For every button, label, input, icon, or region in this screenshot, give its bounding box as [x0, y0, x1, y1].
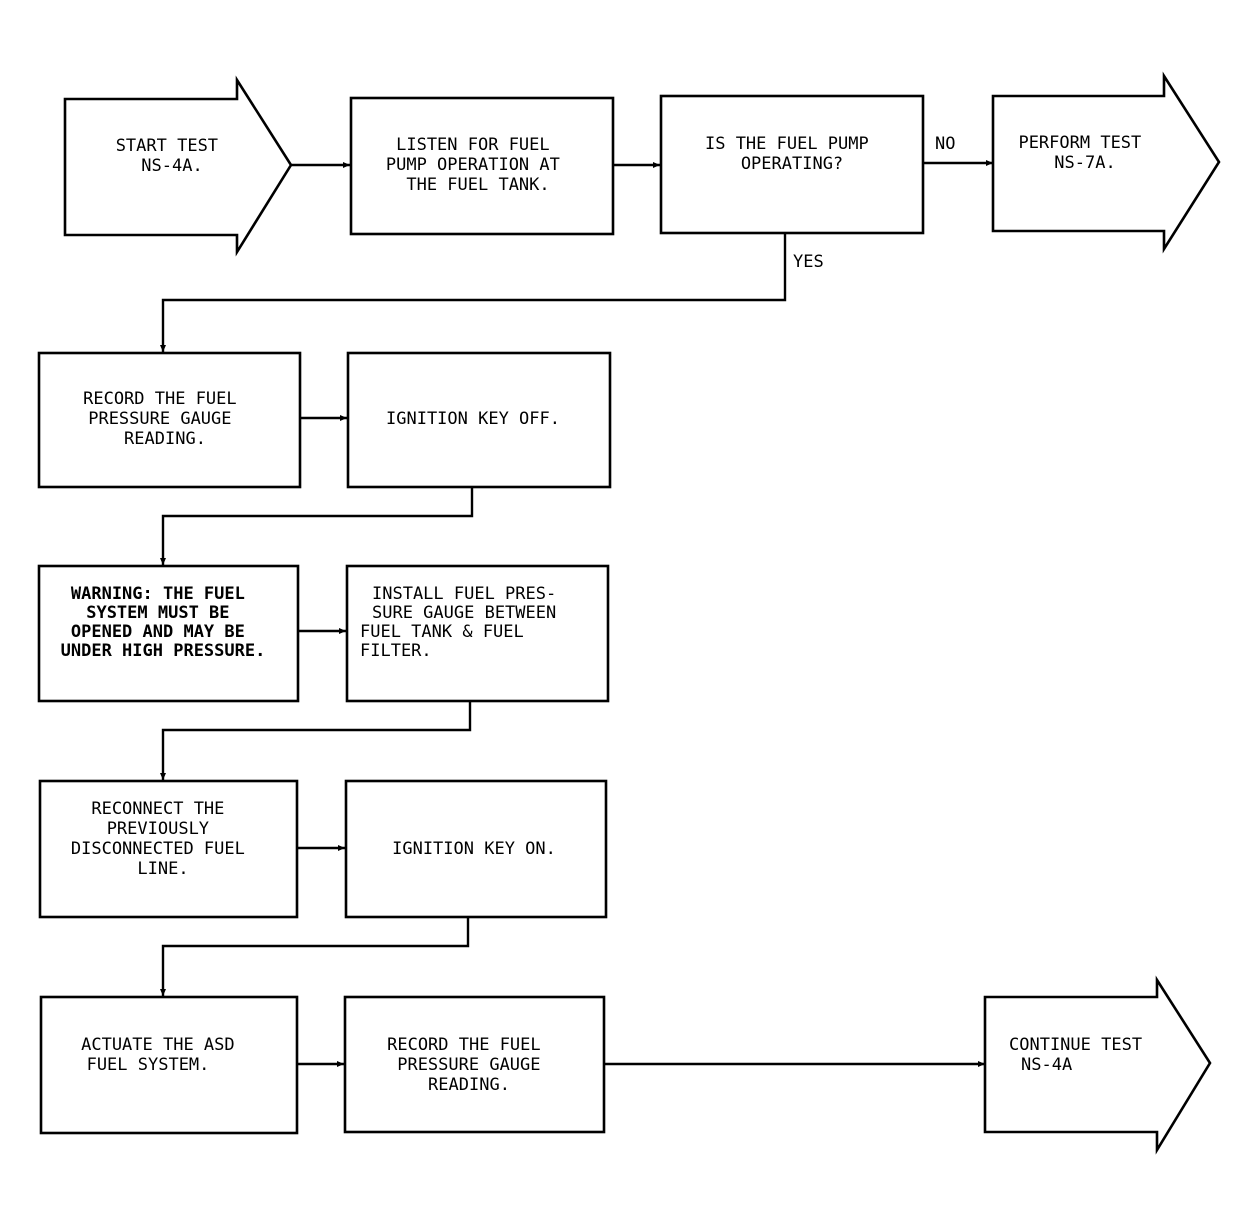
svg-text:PERFORM TEST NS-7A.: PERFORM TEST NS-7A. — [1018, 133, 1151, 173]
svg-text:INSTALL FUEL PRES- SURE: INSTALL FUEL PRES- SURE GAUGE BETWEEN FU… — [360, 584, 566, 661]
svg-text:IGNITION KEY ON.: IGNITION KEY ON. — [392, 839, 556, 859]
node-ignition-key-off: IGNITION KEY OFF. — [346, 351, 612, 489]
svg-text:RECORD THE FUEL PRESSURE: RECORD THE FUEL PRESSURE GAUGE READING. — [387, 1035, 551, 1095]
svg-text:CONTINUE TEST NS-4A: CONTINUE TEST NS-4A — [1009, 1035, 1152, 1075]
svg-text:LISTEN FOR FUEL PUMP OPE: LISTEN FOR FUEL PUMP OPERATION AT THE FU… — [386, 135, 570, 195]
svg-text:ACTUATE THE ASD FUEL SYS: ACTUATE THE ASD FUEL SYSTEM. — [81, 1035, 245, 1075]
label-yes: YES — [793, 252, 824, 272]
node-ignition-key-on: IGNITION KEY ON. — [344, 779, 608, 919]
connector-install-to-reconnect — [160, 701, 472, 780]
node-continue-test: CONTINUE TEST NS-4A — [983, 975, 1212, 1155]
node-actuate-asd-fuel-system: ACTUATE THE ASD FUEL SYSTEM. — [39, 995, 299, 1135]
node-warning: WARNING: THE FUEL SYSTEM MUST BE OPENED … — [37, 564, 300, 703]
node-start-test: START TEST NS-4A. — [63, 75, 293, 257]
node-reconnect-fuel-line: RECONNECT THE PREVIOUSLY DISCONNECTED FU… — [38, 779, 299, 919]
svg-text:START TEST NS-4A.: START TEST NS-4A. — [116, 136, 229, 176]
label-no: NO — [935, 134, 955, 154]
node-record-fuel-pressure-1: RECORD THE FUEL PRESSURE GAUGE READING. — [37, 351, 302, 489]
connector-keyon-to-actuate — [160, 917, 470, 996]
svg-text:IGNITION KEY OFF.: IGNITION KEY OFF. — [386, 409, 560, 429]
svg-text:IS THE FUEL PUMP OPERATI: IS THE FUEL PUMP OPERATING? — [705, 134, 879, 174]
connector-keyoff-to-warning — [160, 487, 474, 565]
node-install-fuel-pressure-gauge: INSTALL FUEL PRES- SURE GAUGE BETWEEN FU… — [345, 564, 610, 703]
connectors — [160, 160, 993, 1067]
node-listen-for-fuel-pump: LISTEN FOR FUEL PUMP OPERATION AT THE FU… — [349, 96, 615, 236]
connector-decision-yes-to-record — [160, 233, 787, 352]
svg-text:RECONNECT THE PREVIOUSLY: RECONNECT THE PREVIOUSLY DISCONNECTED FU… — [71, 799, 255, 879]
svg-text:RECORD THE FUEL PRESSURE: RECORD THE FUEL PRESSURE GAUGE READING. — [83, 389, 247, 449]
node-perform-test: PERFORM TEST NS-7A. — [991, 71, 1221, 254]
node-record-fuel-pressure-2: RECORD THE FUEL PRESSURE GAUGE READING. — [343, 995, 606, 1134]
node-decision-fuel-pump-operating: IS THE FUEL PUMP OPERATING? — [659, 94, 925, 235]
svg-text:WARNING: THE FUEL SYSTEM: WARNING: THE FUEL SYSTEM MUST BE OPENED … — [61, 584, 266, 661]
